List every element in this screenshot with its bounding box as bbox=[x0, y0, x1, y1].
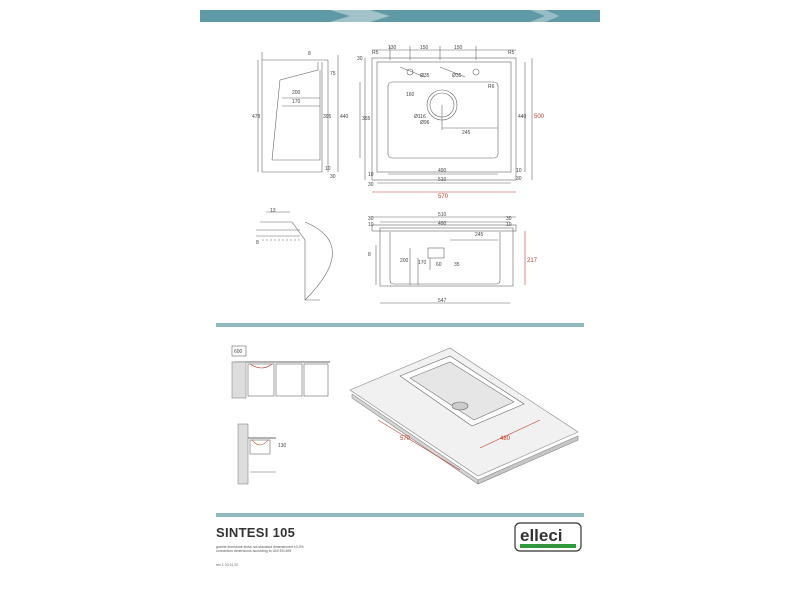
dim-side-440: 440 bbox=[340, 114, 349, 120]
dim-sec-60: 60 bbox=[436, 262, 442, 268]
dim-side-30: 30 bbox=[330, 174, 336, 180]
cabinet-side-view bbox=[237, 423, 276, 485]
dim-r5-left: R5 bbox=[372, 50, 379, 56]
dim-right-440: 440 bbox=[518, 114, 527, 120]
cabinet-height-130: 130 bbox=[278, 443, 287, 449]
dim-drain-96: Ø96 bbox=[420, 120, 430, 126]
dim-top-150-a: 150 bbox=[420, 45, 429, 51]
dim-top-130: 130 bbox=[388, 45, 397, 51]
revision-reference: rev 1 03.11.20 bbox=[216, 563, 239, 567]
dim-detail-8: 8 bbox=[256, 240, 259, 246]
dim-left-355: 355 bbox=[362, 116, 371, 122]
dim-sec-170: 170 bbox=[418, 260, 427, 266]
dim-sec-217: 217 bbox=[527, 258, 538, 264]
dim-side-75: 75 bbox=[330, 71, 336, 77]
top-band-graphic bbox=[200, 10, 600, 22]
dim-drain-116: Ø116 bbox=[414, 114, 426, 120]
product-desc-line1: granite limestone sinks not standard dim… bbox=[216, 545, 304, 549]
top-view bbox=[359, 46, 533, 193]
dim-side-478: 478 bbox=[252, 114, 261, 120]
dim-side-170: 170 bbox=[292, 99, 301, 105]
dim-245: 245 bbox=[462, 130, 471, 136]
dim-sec-30-r: 30 bbox=[506, 216, 512, 222]
dim-sec-490: 490 bbox=[438, 221, 447, 227]
side-view bbox=[257, 52, 339, 173]
section-dims: 13 8 30 10 510 490 30 10 245 200 170 60 … bbox=[256, 208, 538, 304]
dim-hole-a: Ø35 bbox=[420, 73, 430, 79]
dim-side-395: 395 bbox=[323, 114, 332, 120]
product-title: SINTESI 105 bbox=[216, 525, 296, 540]
elleci-logo: elleci GRANITE bbox=[514, 522, 582, 552]
dim-right-10: 10 bbox=[516, 168, 522, 174]
logo-tagline: GRANITE bbox=[538, 545, 561, 549]
cabinet-view bbox=[231, 345, 330, 399]
separator-top-graphic bbox=[216, 323, 584, 327]
dim-bottom-10: 10 bbox=[368, 172, 374, 178]
dim-side-10: 10 bbox=[325, 166, 331, 172]
dim-sec-200: 200 bbox=[400, 258, 409, 264]
cabinet-label-600: 600 bbox=[234, 349, 243, 355]
dim-r5-right: R5 bbox=[508, 50, 515, 56]
top-band bbox=[200, 10, 600, 22]
separator-top bbox=[216, 314, 584, 327]
side-view-dims: 8 75 200 170 478 395 440 10 30 bbox=[252, 51, 349, 180]
dim-bottom-30: 30 bbox=[368, 182, 374, 188]
dim-sec-35: 35 bbox=[454, 262, 460, 268]
dim-sec-30-l: 30 bbox=[368, 216, 374, 222]
dim-bottom-570: 570 bbox=[438, 194, 449, 200]
dim-bottom-490: 490 bbox=[438, 168, 447, 174]
section-detail bbox=[256, 211, 333, 301]
separator-bottom bbox=[216, 504, 584, 517]
dim-sec-edge-8: 8 bbox=[368, 252, 371, 258]
dim-sec-245: 245 bbox=[475, 232, 484, 238]
front-section bbox=[371, 216, 526, 304]
dim-side-8: 8 bbox=[308, 51, 311, 57]
cabinet-labels: 600 130 570 480 bbox=[234, 349, 511, 449]
isometric-view bbox=[349, 347, 579, 485]
dim-corner-r6: R6 bbox=[488, 84, 495, 90]
dim-sec-10-l: 10 bbox=[368, 222, 374, 228]
top-view-dims: 130 150 150 R5 R5 Ø35 Ø35 30 440 500 355… bbox=[357, 45, 545, 200]
dim-left-160: 160 bbox=[406, 92, 415, 98]
dim-right-30: 30 bbox=[516, 176, 522, 182]
dim-sec-510: 510 bbox=[438, 212, 447, 218]
dim-side-top: 30 bbox=[357, 56, 363, 62]
dim-sec-547: 547 bbox=[438, 298, 447, 304]
dim-sec-10-r: 10 bbox=[506, 222, 512, 228]
dim-right-500: 500 bbox=[534, 114, 545, 120]
dim-detail-13: 13 bbox=[270, 208, 276, 214]
product-desc-line2: connection dimensions according to UNI E… bbox=[216, 549, 292, 554]
separator-bottom-graphic bbox=[216, 513, 584, 517]
product-description: granite limestone sinks not standard dim… bbox=[216, 545, 356, 553]
dim-top-150-b: 150 bbox=[454, 45, 463, 51]
dim-bottom-510: 510 bbox=[438, 177, 447, 183]
logo-brand: elleci bbox=[520, 526, 563, 545]
dim-hole-b: Ø35 bbox=[452, 73, 462, 79]
iso-dim-480: 480 bbox=[500, 436, 511, 442]
iso-dim-570: 570 bbox=[400, 436, 411, 442]
dim-side-200: 200 bbox=[292, 90, 301, 96]
